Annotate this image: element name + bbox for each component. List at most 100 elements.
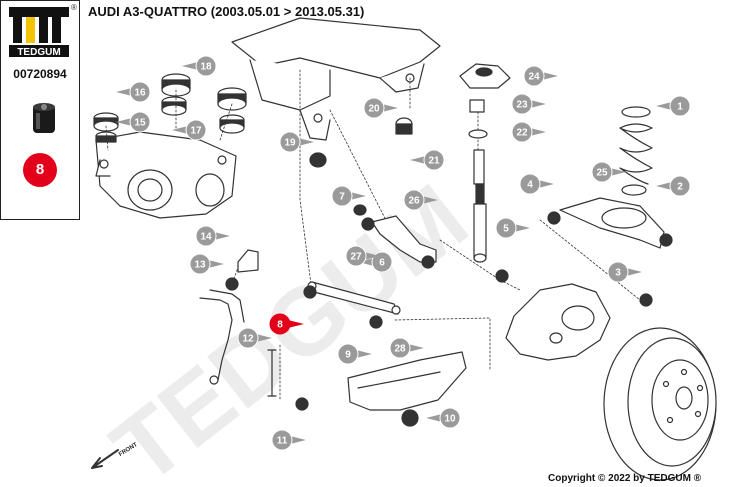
callout-20[interactable]: 20 [363, 97, 398, 119]
callout-circle [519, 173, 541, 195]
callout-circle [523, 65, 545, 87]
callout-number: 1 [677, 102, 683, 113]
rear-wheel [603, 327, 717, 481]
callout-1[interactable]: 1 [656, 95, 691, 117]
callout-18[interactable]: 18 [182, 55, 217, 77]
callout-circle [511, 121, 533, 143]
callout-circle [279, 131, 301, 153]
callout-number: 13 [194, 260, 206, 271]
callout-number: 8 [277, 320, 283, 331]
callout-number: 2 [677, 182, 683, 193]
callout-number: 22 [516, 128, 528, 139]
callout-number: 16 [134, 88, 146, 99]
callout-circle [185, 119, 207, 141]
callout-circle [129, 111, 151, 133]
callout-9[interactable]: 9 [337, 343, 372, 365]
callout-2[interactable]: 2 [656, 175, 691, 197]
callout-circle [607, 261, 629, 283]
callout-14[interactable]: 14 [195, 225, 230, 247]
callout-circle [345, 245, 367, 267]
callout-circle [403, 189, 425, 211]
callout-10[interactable]: 10 [426, 407, 461, 429]
callout-circle [669, 175, 691, 197]
callout-circle [363, 97, 385, 119]
callout-number: 11 [277, 436, 288, 447]
callout-circle [495, 217, 517, 239]
callout-number: 20 [368, 104, 380, 115]
callout-number: 10 [444, 414, 456, 425]
callout-28[interactable]: 28 [389, 337, 424, 359]
callout-circle [271, 429, 293, 451]
callout-circle [591, 161, 613, 183]
callout-number: 19 [284, 138, 296, 149]
callout-circle [237, 327, 259, 349]
callout-21[interactable]: 21 [410, 149, 445, 171]
callout-13[interactable]: 13 [189, 253, 224, 275]
callout-number: 17 [190, 126, 202, 137]
callout-27[interactable]: 27 [345, 245, 380, 267]
callout-number: 6 [379, 258, 385, 269]
registered-mark: ® [71, 3, 77, 12]
callout-number: 4 [527, 180, 533, 191]
callout-circle [189, 253, 211, 275]
callout-number: 5 [503, 224, 509, 235]
callout-number: 28 [394, 344, 406, 355]
rear-differential [95, 131, 237, 219]
callout-16[interactable]: 16 [116, 81, 151, 103]
callout-3[interactable]: 3 [607, 261, 642, 283]
callout-5[interactable]: 5 [495, 217, 530, 239]
callout-circle [511, 93, 533, 115]
callout-number: 9 [345, 350, 351, 361]
callout-number: 27 [350, 252, 362, 263]
bushing-thumbnail [33, 103, 55, 133]
callout-number: 15 [134, 118, 146, 129]
part-number: 00720894 [13, 67, 67, 81]
callout-number: 14 [200, 232, 212, 243]
callout-circle [331, 185, 353, 207]
lower-link [303, 281, 401, 329]
callout-8[interactable]: 8 [269, 313, 304, 335]
callout-circle [389, 337, 411, 359]
callout-circle [195, 55, 217, 77]
callout-17[interactable]: 17 [172, 119, 207, 141]
callout-11[interactable]: 11 [271, 429, 306, 451]
callout-number: 24 [528, 72, 540, 83]
callout-6[interactable]: 6 [358, 251, 393, 273]
copyright-text: Copyright © 2022 by TEDGUM ® [548, 473, 702, 484]
callout-4[interactable]: 4 [519, 173, 554, 195]
callout-12[interactable]: 12 [237, 327, 272, 349]
callout-number: 7 [339, 192, 345, 203]
stabilizer-bar [199, 249, 309, 411]
callout-number: 25 [596, 168, 608, 179]
callout-circle [423, 149, 445, 171]
callout-layer: 1234567891011121314151617181920212223242… [116, 55, 691, 451]
callout-number: 23 [516, 100, 528, 111]
callout-circle [337, 343, 359, 365]
callout-circle [669, 95, 691, 117]
callout-24[interactable]: 24 [523, 65, 558, 87]
callout-circle [129, 81, 151, 103]
callout-number: 18 [200, 62, 212, 73]
selected-part-badge[interactable]: 8 [23, 153, 57, 187]
sidebar-panel: TEDGUM ® 00720894 8 [0, 0, 80, 220]
front-arrow-icon [91, 449, 119, 469]
callout-19[interactable]: 19 [279, 131, 314, 153]
callout-number: 26 [408, 196, 420, 207]
callout-25[interactable]: 25 [591, 161, 626, 183]
callout-23[interactable]: 23 [511, 93, 546, 115]
spring-and-damper [459, 63, 653, 263]
lower-control-arm [347, 351, 467, 427]
wheel-knuckle [495, 269, 653, 361]
callout-26[interactable]: 26 [403, 189, 438, 211]
callout-15[interactable]: 15 [116, 111, 151, 133]
callout-circle [439, 407, 461, 429]
rear-subframe [231, 17, 441, 141]
vehicle-title: AUDI A3-QUATTRO (2003.05.01 > 2013.05.31… [88, 4, 365, 19]
callout-number: 3 [615, 268, 621, 279]
callout-circle [371, 251, 393, 273]
callout-7[interactable]: 7 [331, 185, 366, 207]
upper-control-arm [547, 197, 673, 249]
callout-22[interactable]: 22 [511, 121, 546, 143]
callout-number: 12 [242, 334, 254, 345]
